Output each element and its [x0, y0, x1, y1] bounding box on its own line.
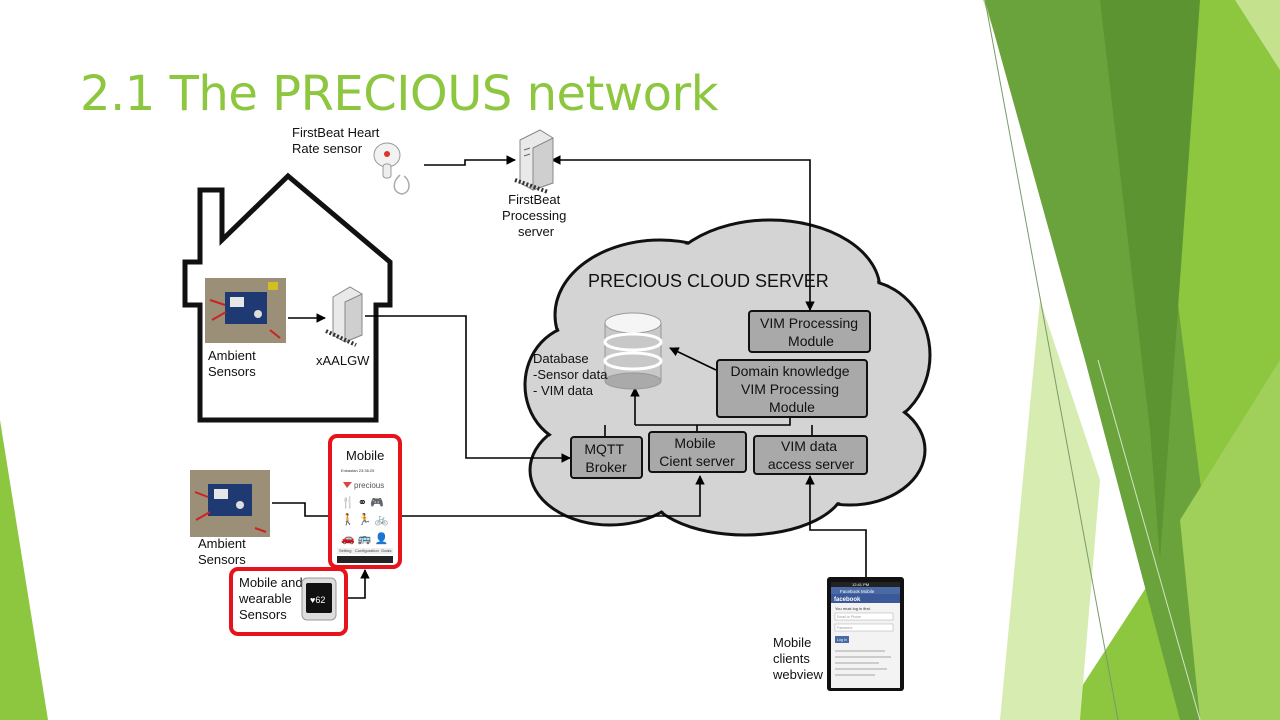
connectors	[272, 155, 867, 599]
mobile-tab-bar: Setting Configuration Goals	[339, 548, 391, 553]
svg-text:facebook: facebook	[834, 597, 861, 603]
svg-text:Mobile Cient server: Mobile Cient server	[659, 435, 735, 469]
domain-knowledge-module: Domain knowledge VIM Processing Module	[716, 359, 868, 418]
svg-text:MQTT Broker: MQTT Broker	[584, 441, 627, 475]
gateway-label: xAALGW	[316, 353, 370, 368]
database-label: Database -Sensor data - VIM data	[533, 351, 611, 398]
mobile-status-text: Enkastan 23:36:25	[341, 468, 375, 473]
vim-data-access-server-box: VIM data access server	[753, 435, 868, 475]
mobile-client-server-box: Mobile Cient server	[648, 431, 747, 473]
precious-logo-text: precious	[354, 481, 384, 490]
ambient-sensor-board-icon	[205, 278, 286, 343]
activity-icons-row-3: 🚗 🚌 👤	[341, 532, 388, 545]
firstbeat-sensor-label: FirstBeat Heart Rate sensor	[292, 125, 383, 156]
mobile-phone-label: Mobile	[346, 448, 384, 463]
mqtt-broker-box: MQTT Broker	[570, 436, 643, 479]
activity-icons-row-1: 🍴 ⚭ 🎮	[341, 496, 384, 509]
ambient-sensor-board-icon	[190, 470, 270, 537]
svg-text:Password: Password	[837, 626, 852, 630]
activity-icons-row-2: 🚶 🏃 🚲	[341, 513, 389, 526]
ambient-sensors-home-label: Ambient Sensors	[208, 348, 259, 379]
cloud-title: PRECIOUS CLOUD SERVER	[588, 271, 829, 291]
database-icon	[603, 312, 663, 390]
wearable-label: Mobile and wearable Sensors	[238, 575, 306, 622]
mobile-phone-highlight: Mobile Enkastan 23:36:25 precious 🍴 ⚭ 🎮 …	[328, 434, 402, 569]
wearable-highlight: Mobile and wearable Sensors ♥62	[229, 567, 348, 636]
svg-text:VIM data access server: VIM data access server	[768, 438, 855, 472]
heart-rate-sensor-icon	[373, 142, 410, 195]
svg-text:♥62: ♥62	[310, 595, 325, 605]
svg-text:Domain knowledge VIM P: Domain knowledge VIM Processing Module	[731, 363, 854, 415]
svg-text:Facebook Mobile: Facebook Mobile	[840, 589, 875, 594]
gateway-server-icon	[325, 286, 363, 347]
slide-title: 2.1 The PRECIOUS network	[80, 66, 719, 122]
smartwatch-icon: ♥62	[301, 577, 337, 621]
vim-processing-module: VIM Processing Module	[748, 310, 871, 353]
svg-text:VIM Processing Module: VIM Processing Module	[760, 315, 862, 349]
svg-text:Log In: Log In	[837, 638, 847, 642]
webview-phone: 12:41 PM Facebook Mobile facebook You mu…	[827, 577, 904, 691]
svg-text:Email or Phone: Email or Phone	[837, 615, 861, 619]
house-outline	[182, 172, 393, 423]
firstbeat-server-label: FirstBeat Processing server	[502, 192, 570, 239]
ambient-sensors-mobile-label: Ambient Sensors	[198, 536, 249, 567]
webview-label: Mobile clients webview	[772, 635, 823, 682]
firstbeat-server-icon	[514, 129, 554, 194]
svg-text:12:41 PM: 12:41 PM	[852, 582, 869, 587]
svg-text:You must log in first.: You must log in first.	[835, 606, 871, 611]
